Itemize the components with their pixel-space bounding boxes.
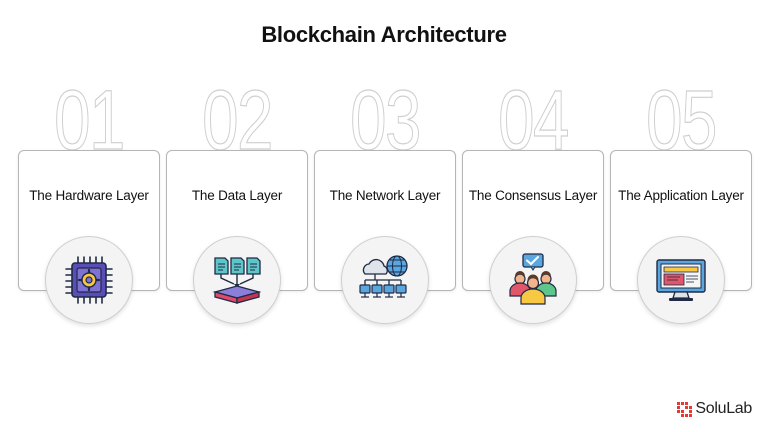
layer-label: The Application Layer [618,188,744,203]
consensus-group-icon [489,236,577,324]
step-number: 04 [498,73,570,167]
solulab-logo-icon [677,401,693,417]
step-number: 05 [646,73,718,167]
step-number: 03 [350,73,422,167]
step-number: 02 [202,73,274,167]
brand-name: SoluLab [695,400,752,417]
brand-logo: SoluLab [677,400,752,418]
data-stack-icon [193,236,281,324]
layer-step-2: 02 The Data Layer [166,73,308,338]
layer-label: The Network Layer [329,188,441,203]
layer-label: The Consensus Layer [468,188,598,203]
application-monitor-icon [637,236,725,324]
step-number: 01 [54,73,126,167]
diagram-title: Blockchain Architecture [261,22,507,47]
layer-label: The Hardware Layer [29,188,149,203]
layer-step-5: 05 The Application Layer [610,73,752,338]
chip-icon [45,236,133,324]
network-icon [341,236,429,324]
layer-step-3: 03 The Network Layer [314,73,456,338]
layer-step-1: 01 The Hardware Layer [18,73,160,338]
layer-step-4: 04 The Consensus Layer [462,73,604,338]
layer-label: The Data Layer [191,188,283,203]
